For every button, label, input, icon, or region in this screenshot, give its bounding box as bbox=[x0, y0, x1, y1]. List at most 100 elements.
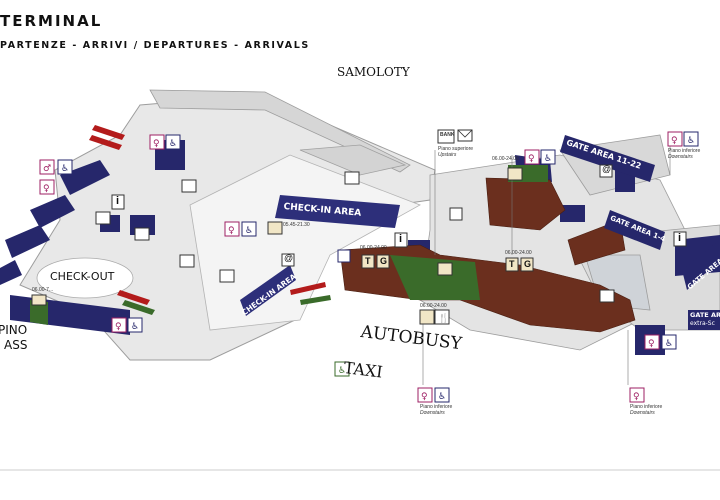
g-icon-box-2 bbox=[520, 257, 534, 272]
shop-icon-5 bbox=[95, 211, 111, 225]
label-pino: PINO bbox=[0, 323, 28, 337]
svg-text:♿: ♿ bbox=[338, 366, 346, 376]
wc-icon-7: ♀ bbox=[111, 317, 127, 333]
baggage-icon bbox=[181, 179, 197, 193]
wheelchair-icon-8: ♿ bbox=[434, 387, 450, 403]
gate-area-extra-banner bbox=[688, 310, 720, 330]
svg-text:♿: ♿ bbox=[665, 339, 673, 349]
svg-text:♀: ♀ bbox=[421, 392, 428, 402]
wheelchair-icon-4: ♿ bbox=[540, 149, 556, 165]
g-icon-2: G bbox=[524, 259, 532, 269]
at-icon-box bbox=[281, 253, 295, 267]
floor-note-upstairs-en: Upstairs bbox=[438, 152, 457, 158]
restaurant-icon: 🍴 bbox=[434, 309, 450, 325]
wc-icon-10: ♀ bbox=[629, 387, 645, 403]
cafe-icon bbox=[419, 309, 435, 325]
wc-icon-8: ♀ bbox=[644, 334, 660, 350]
label-checkout: CHECK-OUT bbox=[50, 270, 115, 283]
checkin-area-banner bbox=[275, 195, 400, 228]
gate-area-1-4-banner bbox=[604, 210, 665, 250]
floor-note-downstairs-it-3: Piano inferiore bbox=[630, 404, 663, 410]
wheelchair-icon-5: ♿ bbox=[683, 131, 699, 147]
wheelchair-icon-3: ♿ bbox=[241, 221, 257, 237]
svg-text:♀: ♀ bbox=[671, 136, 678, 146]
wheelchair-icon-9: ♿ bbox=[334, 361, 350, 377]
wheelchair-icon-2: ♿ bbox=[57, 159, 73, 175]
info-icon-box bbox=[111, 194, 125, 210]
shop-icon-3 bbox=[219, 269, 235, 283]
gate-area-11-22-banner bbox=[560, 135, 655, 182]
floor-note-downstairs-en-1: Downstairs bbox=[668, 154, 693, 160]
cafe-icon-3 bbox=[267, 221, 283, 235]
shop-icon-2 bbox=[179, 254, 195, 268]
cafe-icon-5 bbox=[31, 294, 47, 306]
svg-text:♀: ♀ bbox=[115, 322, 122, 332]
phone-icon bbox=[449, 207, 463, 221]
info-icon-2: i bbox=[399, 233, 403, 245]
at-icon-2: @ bbox=[602, 164, 612, 174]
t-icon-box bbox=[361, 254, 375, 269]
info-icon: i bbox=[116, 195, 120, 207]
svg-text:🍴: 🍴 bbox=[438, 312, 449, 324]
info-icon-box-3 bbox=[673, 231, 687, 247]
shop-icon-4 bbox=[134, 227, 150, 241]
hours-label-5: 06.00-24.00 bbox=[420, 303, 447, 309]
floor-note-downstairs-it-2: Piano inferiore bbox=[420, 404, 453, 410]
label-ass: ASS bbox=[4, 338, 28, 352]
lift-icon bbox=[337, 249, 351, 263]
wc-icon-3: ♀ bbox=[39, 179, 55, 195]
wheelchair-icon-7: ♿ bbox=[661, 334, 677, 350]
wc-icon-9: ♀ bbox=[417, 387, 433, 403]
direction-arrows bbox=[89, 125, 331, 315]
g-icon-box bbox=[376, 254, 390, 269]
t-icon-2: T bbox=[509, 259, 515, 269]
svg-text:♿: ♿ bbox=[245, 226, 253, 236]
svg-text:♀: ♀ bbox=[153, 139, 160, 149]
bank-icon-box bbox=[437, 129, 455, 144]
t-icon: T bbox=[365, 256, 371, 266]
bank-icon: BANK bbox=[440, 132, 455, 138]
floor-note-upstairs-it: Piano superiore bbox=[438, 146, 474, 152]
gate-area-5-banner bbox=[682, 240, 720, 290]
gate-area-extra-sub: extra-Sc bbox=[690, 320, 715, 327]
floor-note-downstairs-en-2: Downstairs bbox=[420, 410, 445, 416]
hours-label-1: 06.00-24.00 bbox=[492, 156, 519, 162]
info-icon-box-2 bbox=[394, 232, 408, 248]
svg-text:♿: ♿ bbox=[544, 154, 552, 164]
wc-icon-6: ♀ bbox=[667, 131, 683, 147]
shop-icon bbox=[344, 171, 360, 185]
mail-icon bbox=[457, 129, 473, 142]
cafe-icon-2 bbox=[507, 167, 523, 181]
svg-text:♀: ♀ bbox=[228, 226, 235, 236]
svg-text:♂: ♂ bbox=[43, 164, 51, 174]
svg-text:♿: ♿ bbox=[61, 164, 69, 174]
checkin-area-banner-2 bbox=[240, 265, 296, 316]
label-samoloty: SAMOLOTY bbox=[337, 65, 410, 79]
at-icon-box-2 bbox=[599, 164, 613, 178]
floor-note-downstairs-it-1: Piano inferiore bbox=[668, 148, 701, 154]
wc-icon-2: ♂ bbox=[39, 159, 55, 175]
hours-label-4: 06.00-24.00 bbox=[505, 250, 532, 256]
svg-text:♀: ♀ bbox=[633, 392, 640, 402]
hours-label-6: 06.00-7... bbox=[32, 287, 54, 293]
floor-note-downstairs-en-3: Downstairs bbox=[630, 410, 655, 416]
svg-text:♿: ♿ bbox=[687, 136, 695, 146]
svg-text:♀: ♀ bbox=[43, 184, 50, 194]
g-icon: G bbox=[380, 256, 388, 266]
wc-icon-4: ♀ bbox=[224, 221, 240, 237]
wheelchair-icon-6: ♿ bbox=[127, 317, 143, 333]
svg-text:♀: ♀ bbox=[528, 154, 535, 164]
at-icon: @ bbox=[284, 253, 294, 263]
wc-icon-5: ♀ bbox=[524, 149, 540, 165]
info-icon-3: i bbox=[678, 232, 682, 244]
gate-area-extra-label: GATE AR bbox=[690, 311, 720, 319]
svg-text:♿: ♿ bbox=[169, 139, 177, 149]
checkout-bubble bbox=[36, 257, 134, 299]
hours-label-3: 06.00-24.00 bbox=[360, 245, 387, 251]
wc-icon: ♀ bbox=[149, 134, 165, 150]
page-title: TERMINAL bbox=[0, 12, 103, 30]
baggage-icon-2 bbox=[599, 289, 615, 303]
svg-text:♿: ♿ bbox=[131, 322, 139, 332]
page-subtitle: PARTENZE - ARRIVI / DEPARTURES - ARRIVAL… bbox=[0, 40, 310, 51]
